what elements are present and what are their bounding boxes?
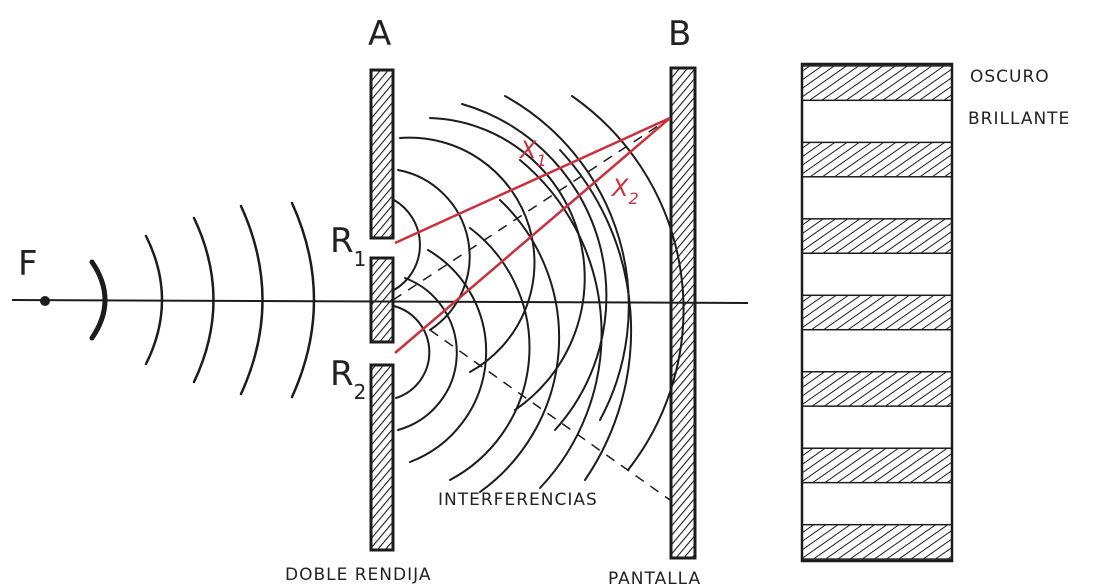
screen-label: B (668, 14, 691, 54)
dark-band (801, 65, 953, 102)
source-label: F (18, 244, 38, 284)
barrier-label: A (368, 14, 391, 54)
dark-band (801, 447, 953, 484)
path-x1-label: X1 (518, 136, 547, 170)
barrier-a (369, 68, 395, 552)
wavefronts-slit-2 (393, 149, 633, 493)
dark-band (801, 141, 953, 178)
screen-b (669, 66, 697, 560)
dark-band (801, 218, 953, 254)
dashed-guides (392, 117, 671, 501)
dark-band (801, 523, 953, 560)
dark-band (801, 294, 953, 331)
interference-pattern (800, 62, 954, 563)
source-point (40, 296, 50, 306)
slit-2-label: R2 (330, 354, 366, 404)
interference-label: INTERFERENCIAS (438, 490, 598, 510)
incoming-wavefronts (89, 201, 316, 399)
path-x2-label: X2 (610, 174, 639, 208)
dark-label: OSCURO (970, 67, 1050, 87)
screen-name-label: PANTALLA (608, 569, 701, 586)
dark-band (801, 371, 953, 407)
double-slit-label: DOBLE RENDIJA (285, 565, 431, 585)
path-x2 (394, 117, 671, 354)
bright-label: BRILLANTE (968, 109, 1070, 129)
path-x1 (394, 116, 671, 245)
slit-1-label: R1 (330, 221, 366, 271)
